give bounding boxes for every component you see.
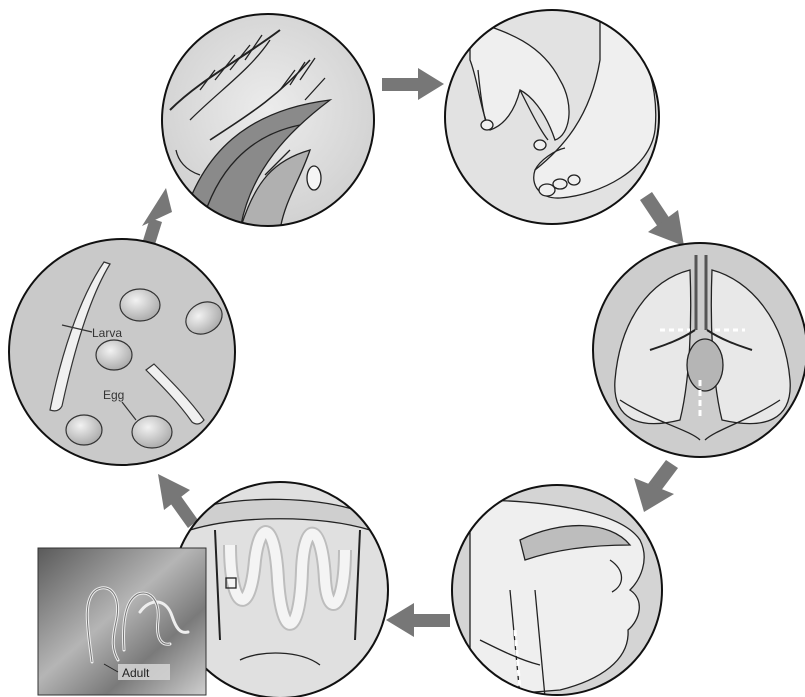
larva-label: Larva: [92, 326, 122, 340]
adult-worm-inset: Adult: [38, 548, 206, 695]
stage-skin-contact-circle: [445, 10, 659, 224]
adult-label: Adult: [122, 666, 150, 680]
arrow-grass-to-skin: [382, 68, 444, 100]
egg-label: Egg: [103, 388, 124, 402]
stage-eggs-larva-circle: Larva Egg: [9, 239, 235, 465]
arrow-skin-to-lungs: [640, 192, 684, 246]
stage-throat-circle: [452, 485, 662, 697]
stage-grass-circle: [162, 14, 374, 230]
arrow-throat-to-intestine: [386, 603, 450, 637]
arrow-intestine-to-eggs: [158, 474, 198, 528]
stage-lungs-circle: [593, 243, 805, 457]
arrow-lungs-to-throat: [634, 460, 678, 512]
